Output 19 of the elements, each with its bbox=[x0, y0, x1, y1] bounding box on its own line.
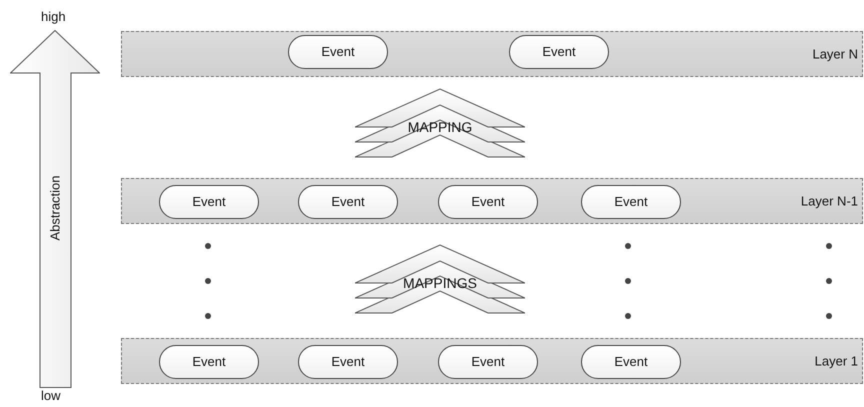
event-pill: Event bbox=[509, 35, 609, 69]
event-pill: Event bbox=[581, 345, 681, 379]
axis-end-label: high bbox=[41, 8, 66, 26]
event-pill: Event bbox=[298, 345, 398, 379]
layer-label: Layer 1 bbox=[814, 352, 858, 370]
event-pill: Event bbox=[581, 185, 681, 219]
layer-label: Layer N bbox=[812, 45, 858, 64]
axis-end-label: low bbox=[41, 387, 61, 405]
event-pill: Event bbox=[298, 185, 398, 219]
event-pill: Event bbox=[438, 185, 538, 219]
layer-band bbox=[121, 31, 863, 77]
event-pill: Event bbox=[438, 345, 538, 379]
event-pill: Event bbox=[288, 35, 388, 69]
layer-label: Layer N-1 bbox=[800, 192, 858, 210]
layer-band bbox=[121, 178, 863, 224]
event-pill: Event bbox=[159, 185, 259, 219]
event-pill: Event bbox=[159, 345, 259, 379]
layer-band bbox=[121, 338, 863, 384]
axis-label: Abstraction bbox=[46, 175, 64, 241]
